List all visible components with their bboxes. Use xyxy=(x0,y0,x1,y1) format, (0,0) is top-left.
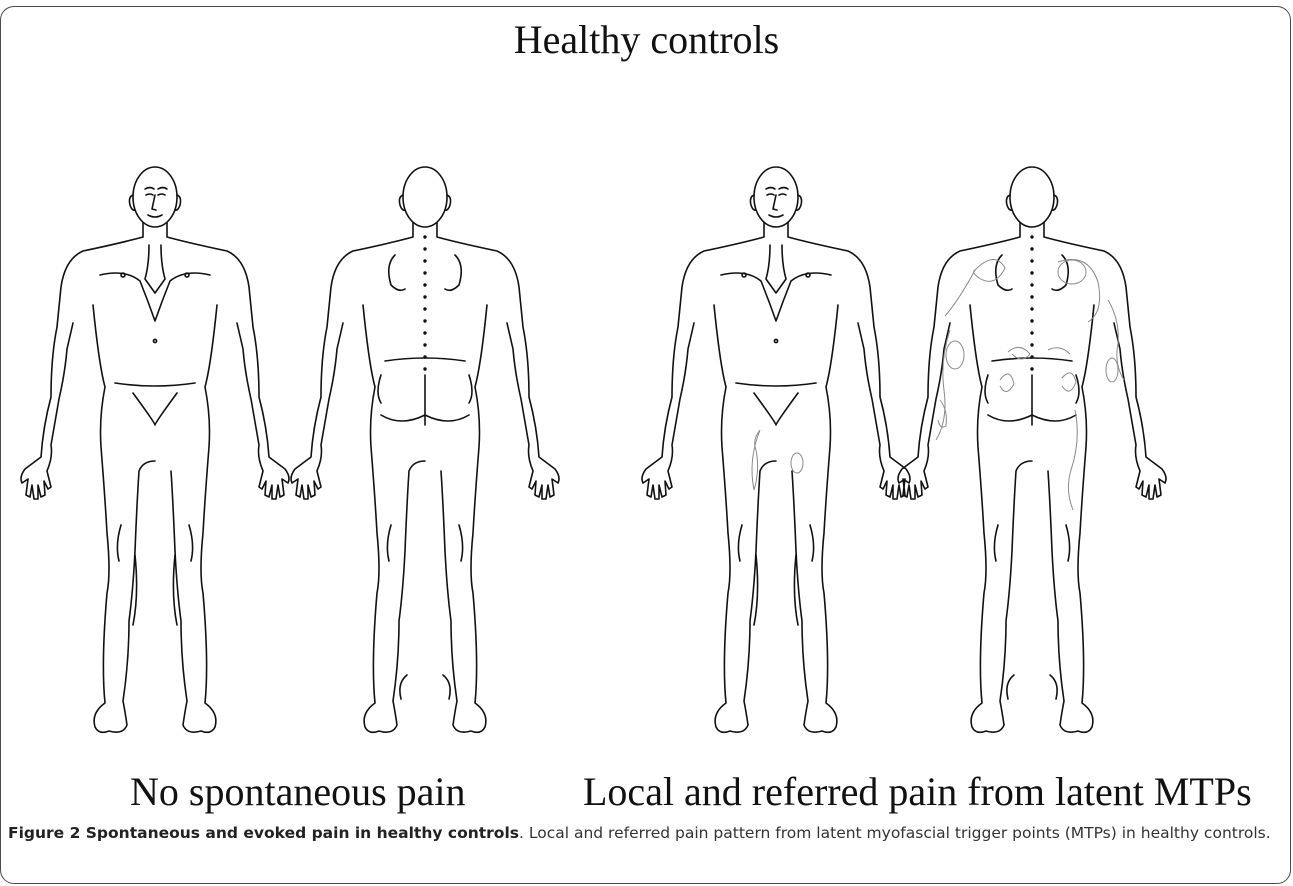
pain-scribble xyxy=(1106,358,1118,382)
panel-label-no-spontaneous-pain: No spontaneous pain xyxy=(130,768,466,815)
front-body-figure xyxy=(21,167,289,732)
spine-markers xyxy=(423,235,426,370)
body-diagrams xyxy=(0,0,1293,760)
front-body-figure xyxy=(642,167,910,732)
caption-heading: Figure 2 Spontaneous and evoked pain in … xyxy=(8,824,519,842)
back-body-figure xyxy=(291,167,559,732)
spine-markers xyxy=(1030,235,1033,370)
pain-scribble xyxy=(946,341,964,369)
pain-scribble xyxy=(1000,373,1076,392)
figure-caption: Figure 2 Spontaneous and evoked pain in … xyxy=(8,822,1281,844)
back-body-figure xyxy=(898,167,1166,732)
panel-label-referred-pain: Local and referred pain from latent MTPs xyxy=(583,768,1252,815)
pain-scribble xyxy=(791,453,803,473)
pain-scribble xyxy=(1068,410,1077,510)
pain-scribble xyxy=(1008,347,1070,359)
caption-body: . Local and referred pain pattern from l… xyxy=(519,824,1271,842)
pain-scribble xyxy=(1058,260,1086,284)
